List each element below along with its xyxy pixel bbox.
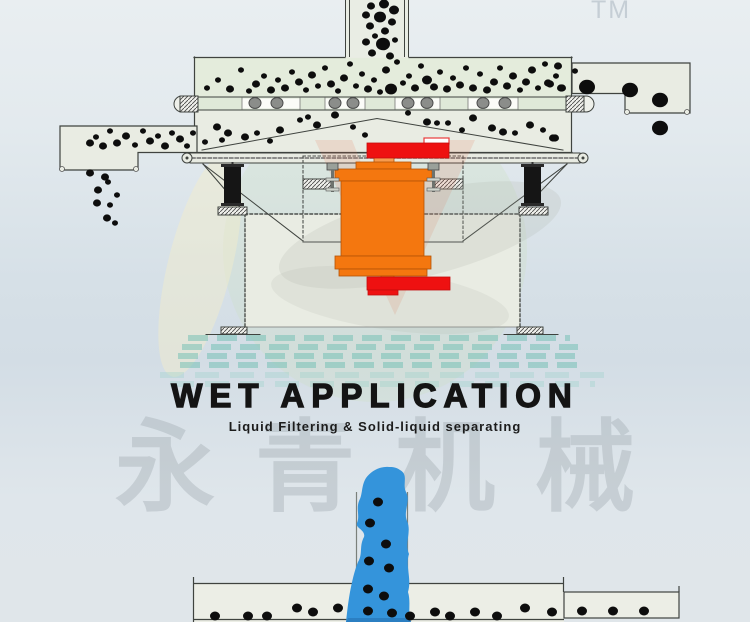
feed-particles (362, 0, 399, 60)
feed-tube (345, 0, 409, 58)
right-clamp-lug (565, 95, 595, 113)
left-clamp-lug (173, 95, 199, 113)
support-spring-right (518, 162, 549, 216)
bottom-right-deck-particles (577, 606, 649, 616)
base-feet (205, 326, 559, 335)
liquid-particles (363, 497, 397, 618)
page-title: WET APPLICATION (171, 377, 579, 414)
trademark-label: TM (591, 0, 632, 24)
deck-particles (204, 59, 566, 95)
support-spring-left (217, 162, 248, 216)
right-chute-particles (544, 62, 668, 142)
discharge-cone (201, 117, 564, 151)
bottom-deck-particles (210, 603, 557, 621)
eccentric-weight-top (366, 137, 450, 159)
left-chute-particles (86, 128, 196, 226)
eccentric-weight-bottom (366, 276, 451, 296)
bottom-diagram-liquid-flow (192, 466, 680, 622)
mesh-ball-particles (248, 97, 512, 109)
top-diagram-separator (59, 0, 691, 335)
vibration-motor (334, 156, 433, 281)
liquid-stream (346, 466, 411, 622)
mesh-band (173, 95, 595, 113)
title-block: WET APPLICATION Liquid Filtering & Solid… (0, 377, 750, 434)
left-discharge-chute (59, 125, 198, 172)
page-subtitle: Liquid Filtering & Solid-liquid separati… (228, 419, 522, 434)
motor-bolt-right (426, 162, 441, 192)
motor-bolt-left (325, 162, 340, 192)
